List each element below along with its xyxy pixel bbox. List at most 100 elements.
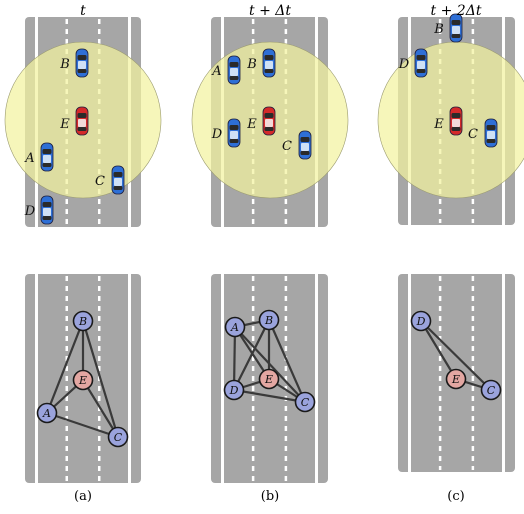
node-circle bbox=[72, 369, 94, 391]
car-rear-window bbox=[300, 151, 310, 155]
car-D bbox=[227, 118, 241, 148]
node-label: A bbox=[230, 321, 239, 334]
graph-edge-E-C bbox=[82, 379, 119, 438]
car-roof bbox=[487, 131, 495, 139]
car-label-A: A bbox=[211, 64, 221, 79]
car-roof bbox=[43, 208, 51, 216]
node-circle bbox=[72, 310, 94, 332]
car-windshield bbox=[229, 125, 239, 130]
car-windshield bbox=[486, 125, 496, 130]
car-D bbox=[40, 195, 54, 225]
car-rear-window bbox=[264, 127, 274, 131]
car-roof bbox=[452, 26, 460, 34]
node-label: C bbox=[487, 384, 496, 397]
node-circle bbox=[223, 379, 245, 401]
car-B bbox=[449, 13, 463, 43]
node-label: D bbox=[229, 384, 239, 397]
car-label-E: E bbox=[59, 117, 70, 132]
graph-node-E: E bbox=[72, 369, 94, 391]
node-label: A bbox=[42, 407, 51, 420]
graph-edge-B-C bbox=[81, 320, 120, 438]
car-D bbox=[414, 48, 428, 78]
car-label-E: E bbox=[433, 117, 444, 132]
car-windshield bbox=[264, 113, 274, 118]
graph-node-D: D bbox=[410, 310, 432, 332]
car-label-E: E bbox=[246, 117, 257, 132]
car-rear-window bbox=[416, 69, 426, 73]
road-edge-line bbox=[315, 274, 318, 483]
car-label-C: C bbox=[282, 139, 292, 154]
car-rear-window bbox=[42, 216, 52, 220]
graph-edge-A-C bbox=[46, 411, 119, 439]
car-label-B: B bbox=[433, 22, 444, 37]
graph-node-E: E bbox=[258, 368, 280, 390]
caption-c: (c) bbox=[447, 489, 464, 504]
car-label-B: B bbox=[59, 57, 70, 72]
car-rear-window bbox=[229, 139, 239, 143]
node-circle bbox=[36, 402, 58, 424]
road-edge-line bbox=[408, 274, 411, 472]
time-label-a: t bbox=[80, 3, 86, 19]
node-label: C bbox=[114, 431, 123, 444]
caption-a: (a) bbox=[74, 489, 92, 504]
car-label-C: C bbox=[95, 174, 105, 189]
graph-edge-A-D bbox=[232, 326, 237, 391]
graph-node-A: A bbox=[224, 316, 246, 338]
node-circle bbox=[258, 309, 280, 331]
car-rear-window bbox=[77, 127, 87, 131]
car-roof bbox=[452, 119, 460, 127]
time-label-b: t + Δt bbox=[249, 3, 291, 19]
car-rear-window bbox=[451, 34, 461, 38]
car-E bbox=[449, 106, 463, 136]
car-rear-window bbox=[113, 186, 123, 190]
node-circle bbox=[410, 310, 432, 332]
node-circle bbox=[258, 368, 280, 390]
car-windshield bbox=[113, 172, 123, 177]
car-E bbox=[75, 106, 89, 136]
car-label-D: D bbox=[24, 204, 36, 219]
node-circle bbox=[294, 391, 316, 413]
graph-edge-B-A bbox=[45, 320, 85, 414]
caption-b: (b) bbox=[261, 489, 279, 504]
node-circle bbox=[224, 316, 246, 338]
car-C bbox=[484, 118, 498, 148]
car-windshield bbox=[416, 55, 426, 60]
node-label: E bbox=[451, 373, 460, 386]
road-edge-line bbox=[35, 274, 38, 483]
node-label: E bbox=[264, 373, 273, 386]
car-rear-window bbox=[229, 76, 239, 80]
car-rear-window bbox=[42, 163, 52, 167]
car-roof bbox=[78, 119, 86, 127]
car-roof bbox=[114, 178, 122, 186]
graph-node-B: B bbox=[258, 309, 280, 331]
node-label: C bbox=[301, 396, 310, 409]
road-edge-line bbox=[221, 274, 224, 483]
car-rear-window bbox=[451, 127, 461, 131]
car-C bbox=[298, 130, 312, 160]
car-windshield bbox=[42, 202, 52, 207]
graph-node-A: A bbox=[36, 402, 58, 424]
car-label-D: D bbox=[398, 57, 410, 72]
graph-node-D: D bbox=[223, 379, 245, 401]
car-B bbox=[75, 48, 89, 78]
car-roof bbox=[230, 131, 238, 139]
car-B bbox=[262, 48, 276, 78]
road-edge-line bbox=[502, 274, 505, 472]
node-label: E bbox=[78, 374, 87, 387]
graph-edge-D-C bbox=[233, 388, 306, 404]
car-windshield bbox=[451, 20, 461, 25]
node-circle bbox=[445, 368, 467, 390]
car-windshield bbox=[451, 113, 461, 118]
car-windshield bbox=[264, 55, 274, 60]
labels-layer: t t + Δt t + 2Δt (a) (b) (c) bbox=[74, 3, 482, 504]
car-roof bbox=[43, 155, 51, 163]
car-A bbox=[227, 55, 241, 85]
graph-node-B: B bbox=[72, 310, 94, 332]
car-label-C: C bbox=[468, 127, 478, 142]
graph-node-E: E bbox=[445, 368, 467, 390]
graph-node-C: C bbox=[294, 391, 316, 413]
node-circle bbox=[480, 379, 502, 401]
car-label-A: A bbox=[24, 151, 34, 166]
